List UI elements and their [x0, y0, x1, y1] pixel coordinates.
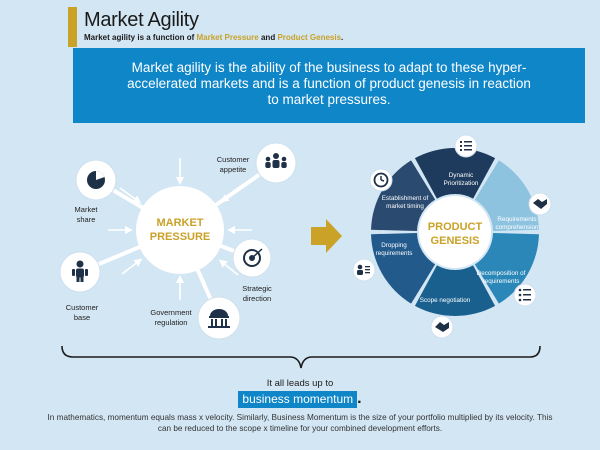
badge-dropping [352, 258, 376, 282]
segment-establishment-label1: Establishment of [382, 195, 429, 202]
market-pressure-center [136, 186, 224, 274]
segment-decomposition-label2: requirements [483, 278, 520, 285]
product-genesis-line1: PRODUCT [428, 221, 483, 233]
node-government-regulation-label2: regulation [155, 318, 188, 327]
transition-arrow [311, 219, 342, 253]
ring-segments [371, 148, 539, 316]
node-customer-appetite-label2: appetite [220, 165, 247, 174]
capitol-building-icon [208, 309, 230, 328]
leads-up-text: It all leads up to [0, 378, 600, 389]
subtitle-prefix: Market agility is a function of [84, 33, 195, 42]
market-pressure-line1: MARKET [156, 217, 203, 229]
business-momentum-highlight: business momentum. [0, 390, 600, 408]
pressure-arrows [108, 158, 252, 300]
market-pressure-hub: MARKET PRESSURE Market share Customer [59, 142, 297, 340]
subtitle-term-product-genesis: Product Genesis [277, 33, 342, 42]
pressure-arrow-upper-right [220, 185, 242, 203]
handshake-icon [435, 322, 449, 332]
node-government-regulation-label1: Government [150, 308, 192, 317]
ring-segment-scope-negotiation [414, 265, 496, 316]
node-customer-base-label1: Customer [66, 303, 99, 312]
summary-brace [61, 345, 541, 369]
segment-dropping-label2: requirements [376, 250, 413, 257]
node-market-share-label1: Market [75, 205, 99, 214]
node-market-share: Market share [75, 159, 117, 224]
market-pressure-line2: PRESSURE [150, 231, 211, 243]
product-genesis-line2: GENESIS [431, 235, 480, 247]
page-subtitle: Market agility is a function of Market P… [84, 33, 343, 42]
product-genesis-ring: PRODUCT GENESIS Dynamic Prioritization R… [352, 134, 552, 339]
user-list-icon [357, 264, 370, 275]
node-government-regulation: Government regulation [150, 296, 241, 340]
definition-banner: Market agility is the ability of the bus… [73, 48, 585, 123]
badge-establishment [369, 168, 393, 192]
pressure-arrow-lower-left [121, 258, 143, 275]
list-icon [518, 288, 531, 302]
momentum-description: In mathematics, momentum equals mass x v… [47, 413, 553, 433]
target-icon [243, 248, 263, 267]
segment-dynamic-label1: Dynamic [449, 172, 474, 179]
person-icon [72, 260, 88, 282]
clock-icon [373, 172, 389, 188]
node-customer-appetite: Customer appetite [217, 142, 297, 184]
node-strategic-direction: Strategic direction [232, 238, 272, 303]
header-accent-block [68, 7, 77, 47]
segment-dynamic-label2: Prioritization [444, 180, 479, 187]
pie-chart-icon [87, 170, 105, 189]
segment-establishment-label2: market timing [386, 203, 424, 210]
segment-dropping-label1: Dropping [381, 242, 407, 249]
business-momentum-label: business momentum [238, 391, 358, 408]
badge-decomposition [513, 283, 537, 307]
segment-scope-label1: Scope negotiation [420, 297, 471, 304]
ring-segment-requirements-comprehension [474, 160, 539, 232]
handshake-icon [533, 199, 547, 209]
node-customer-base: Customer base [59, 251, 101, 322]
pressure-arrow-lower-right [218, 259, 239, 276]
ring-segment-establishment-of-market-timing [371, 160, 436, 232]
node-market-share-label2: share [77, 215, 96, 224]
subtitle-term-market-pressure: Market Pressure [196, 33, 259, 42]
leads-up-label: It all leads up to [266, 378, 334, 389]
subtitle-and: and [260, 33, 276, 42]
ring-segment-dropping-requirements [371, 232, 436, 304]
checklist-icon [460, 141, 472, 151]
badge-requirements [528, 192, 552, 216]
node-customer-base-label2: base [74, 313, 90, 322]
ring-segment-decomposition-of-requirements [474, 232, 539, 304]
business-momentum-period: . [357, 390, 362, 407]
segment-requirements-label1: Requirements [497, 216, 536, 223]
definition-text: Market agility is the ability of the bus… [127, 60, 531, 107]
badge-scope [430, 315, 454, 339]
page-title: Market Agility [84, 9, 199, 31]
node-customer-appetite-label1: Customer [217, 155, 250, 164]
subtitle-end: . [341, 33, 344, 42]
pressure-arrow-upper-left [119, 187, 142, 204]
people-group-icon [265, 153, 287, 168]
segment-requirements-label2: comprehension [495, 224, 539, 231]
ring-segment-dynamic-prioritization [414, 148, 496, 199]
product-genesis-center [419, 196, 491, 268]
node-strategic-direction-label2: direction [243, 294, 271, 303]
node-strategic-direction-label1: Strategic [242, 284, 272, 293]
segment-decomposition-label1: Decomposition of [477, 270, 526, 277]
badge-dynamic [454, 134, 478, 158]
